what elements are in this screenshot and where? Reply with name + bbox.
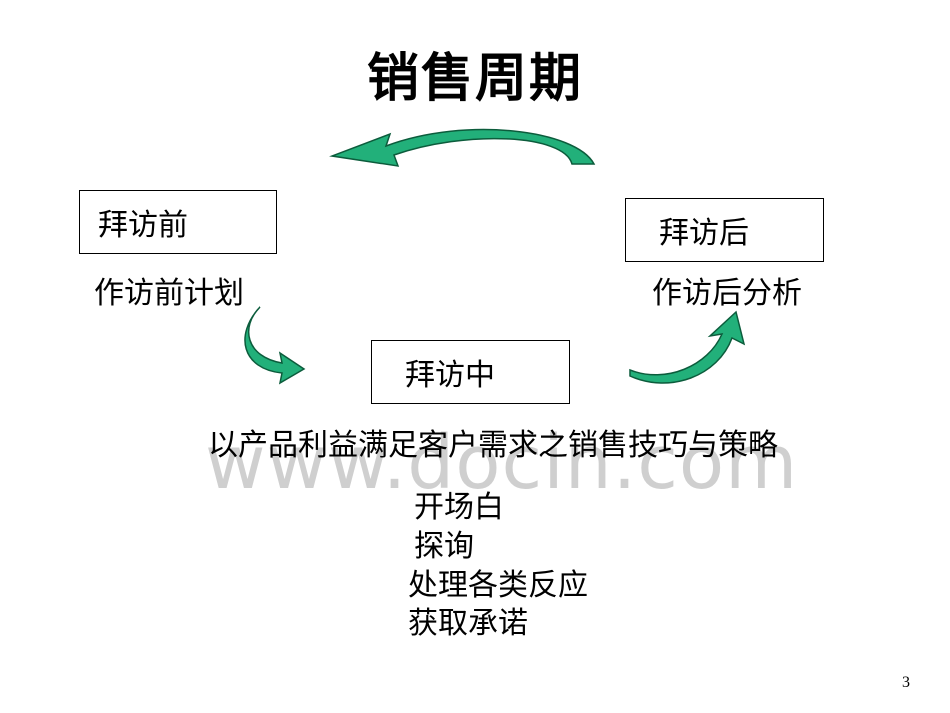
stage-label-during: 拜访中 <box>405 358 495 393</box>
curved-arrow-icon <box>244 306 306 385</box>
stage-label-after: 拜访后 <box>659 216 749 251</box>
step-item: 获取承诺 <box>408 606 528 641</box>
stage-note-during: 以产品利益满足客户需求之销售技巧与策略 <box>208 428 778 463</box>
step-item: 开场白 <box>414 490 504 525</box>
page-number: 3 <box>902 674 910 691</box>
stage-box-during: 拜访中 <box>371 340 570 404</box>
stage-box-after: 拜访后 <box>625 198 824 262</box>
stage-note-before: 作访前计划 <box>94 276 244 311</box>
curved-arrow-icon <box>629 310 746 384</box>
stage-label-before: 拜访前 <box>98 208 188 243</box>
stage-note-after: 作访后分析 <box>652 276 802 311</box>
step-item: 探询 <box>414 529 474 564</box>
stage-box-before: 拜访前 <box>79 190 277 254</box>
step-item: 处理各类反应 <box>408 568 588 603</box>
page-title: 销售周期 <box>366 49 583 109</box>
watermark: www.docin.com <box>205 420 799 506</box>
curved-arrow-icon <box>329 128 596 167</box>
